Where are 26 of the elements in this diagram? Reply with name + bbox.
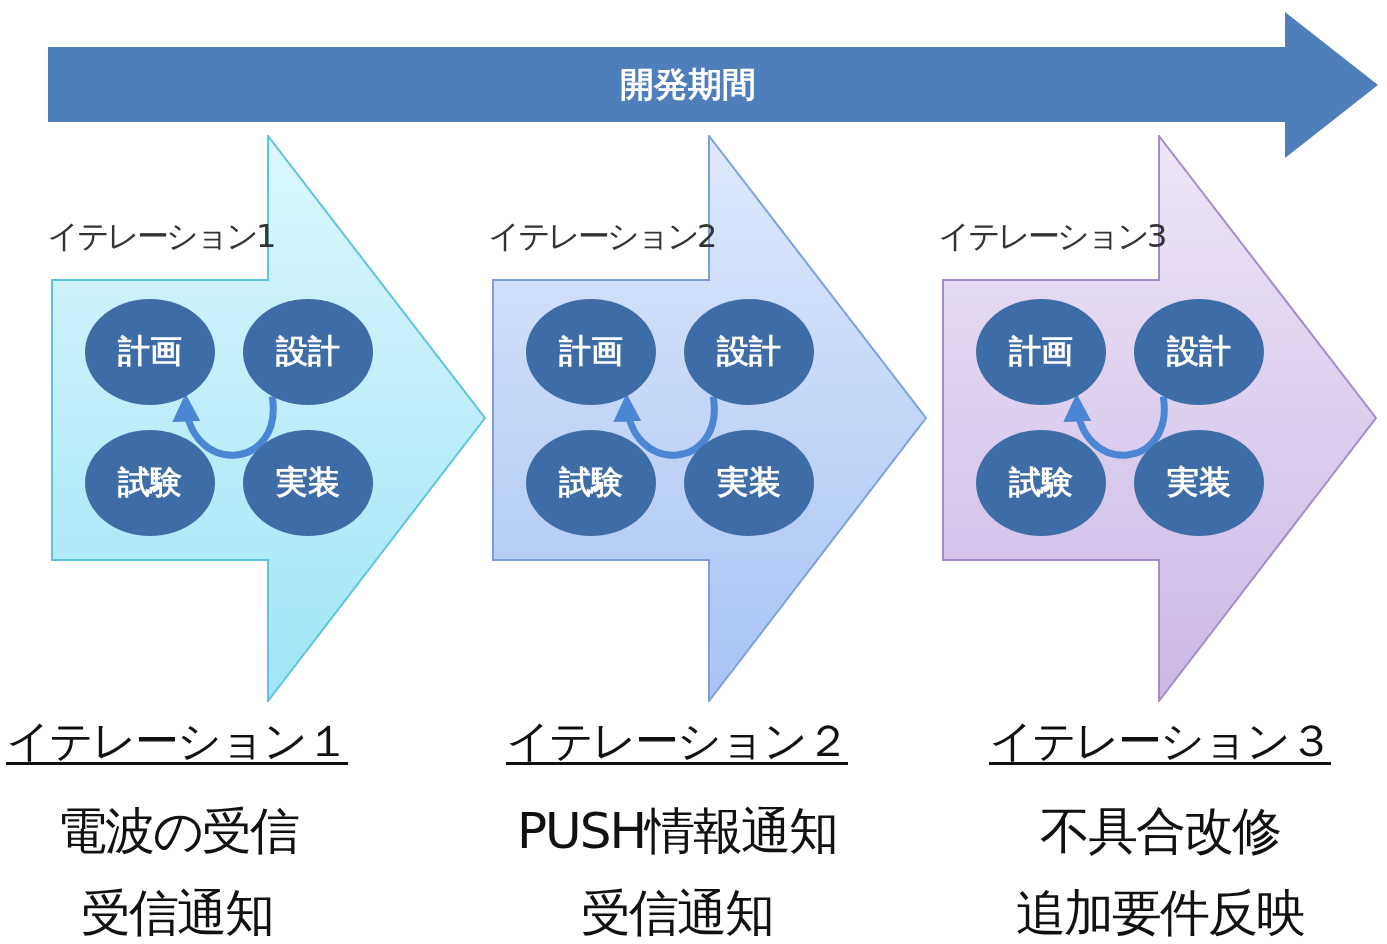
cycle-arrow [615,393,718,459]
phase-ellipse: 実装 [1134,430,1264,536]
iteration-task: PUSH情報通知 [515,801,839,862]
cycle-arrow [174,393,277,459]
iteration-title: イテレーション３ [988,714,1332,768]
phase-ellipse: 実装 [243,430,373,536]
phase-ellipse: 設計 [1134,299,1264,405]
iteration-task: 受信通知 [80,883,274,944]
timeline-label: 開発期間 [619,63,757,106]
iteration-title: イテレーション１ [5,714,349,768]
iteration-task: 電波の受信 [55,801,299,862]
iteration-task: 追加要件反映 [1015,883,1305,944]
timeline-arrow [48,12,1380,159]
iteration-task: 不具合改修 [1039,801,1281,862]
phase-ellipse: 設計 [243,299,373,405]
iteration-title: イテレーション２ [505,714,849,768]
cycle-arrow [1065,393,1168,459]
phase-ellipse: 計画 [526,299,656,405]
phase-ellipse: 実装 [684,430,814,536]
phase-ellipse: 試験 [85,430,215,536]
phase-ellipse: 計画 [976,299,1106,405]
phase-ellipse: 試験 [526,430,656,536]
phase-ellipse: 計画 [85,299,215,405]
phase-ellipse: 試験 [976,430,1106,536]
phase-ellipse: 設計 [684,299,814,405]
iteration-task: 受信通知 [580,883,774,944]
